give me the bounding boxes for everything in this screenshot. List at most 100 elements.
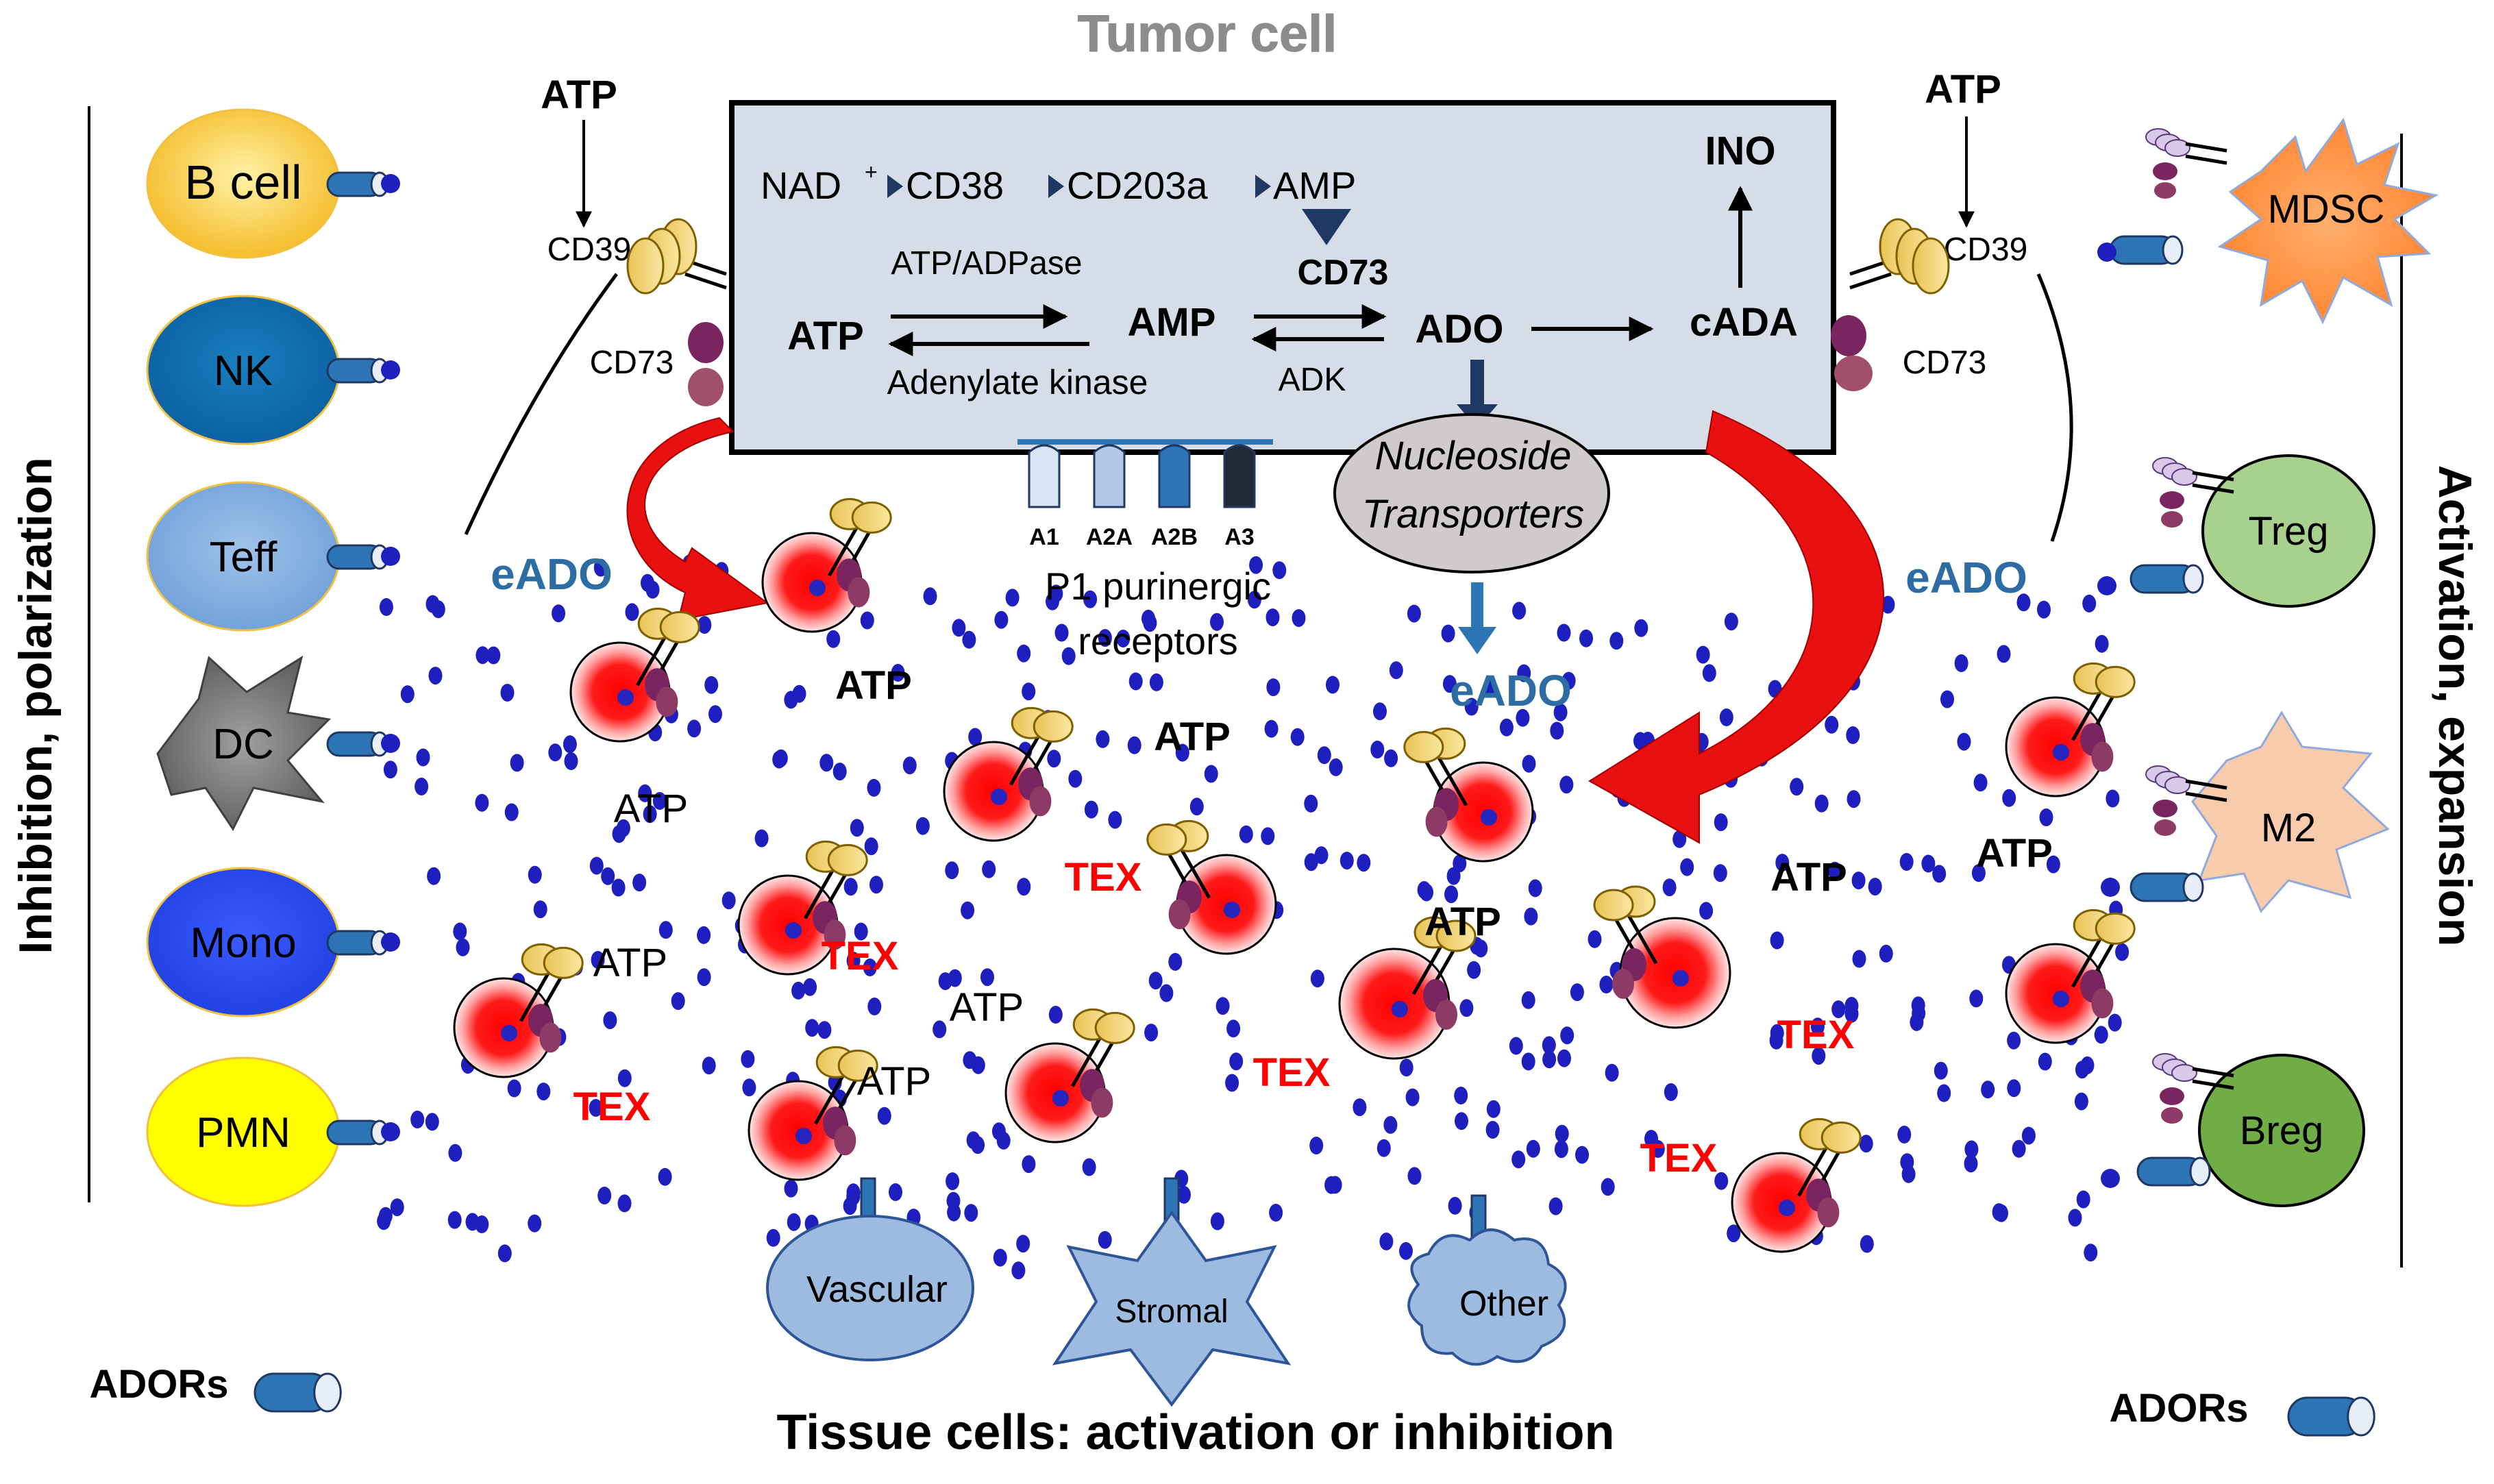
eado-dot [1526,1139,1540,1158]
nucleoside-transporters-ellipse [1333,413,1610,573]
eado-dot [1290,728,1305,746]
eado-dot [1548,1197,1563,1215]
eado-dot [1559,776,1574,794]
down-triangle-marker [1302,209,1351,245]
vascular-cell [766,1215,974,1361]
stromal-label: Stromal [1115,1294,1228,1330]
eado-dot [1384,749,1398,767]
eado-dot [933,1020,947,1039]
eado-dot [652,792,667,810]
tex-label-2: TEX [573,1085,651,1129]
treg-ador-dot [2097,576,2116,595]
eado-dot [1215,997,1230,1015]
eado-dot [1292,609,1306,628]
tex-vesicle-5-stalk1 [1437,756,1468,806]
eado-dot [1770,931,1784,950]
eado-dot [961,901,975,919]
cd38-label: CD38 [906,164,1004,207]
eado-dot [1047,750,1061,768]
p1-receptor-0 [1028,444,1061,508]
tex-label-4: TEX [1777,1013,1855,1057]
eado-dot [946,1172,960,1191]
cd39-left-marker-can [626,237,665,295]
eado-dot [500,684,515,702]
tex-vesicle-7-stalk1 [814,1075,845,1125]
tex-vesicle-6-stalk1 [519,972,550,1022]
mdsc-receptor-cluster-cd73b [2154,182,2176,199]
eado-dot [1474,939,1488,958]
left-side-label: Inhibition, polarization [10,457,62,954]
triangle-marker [887,175,903,198]
eado-dot [863,959,877,976]
eado-dot [1814,794,1829,813]
tex-vesicle-11-core [2053,744,2069,760]
eado-dot [1405,1088,1420,1106]
cd39-left-marker-stalk2 [684,272,727,290]
eado-dot [1557,1049,1571,1067]
tex-vesicle-0-can2 [851,501,892,534]
eado-dot [1561,671,1576,690]
tex-vesicle-0-core [809,580,826,596]
eado-dot [846,1187,861,1206]
tex-vesicle-5-core [1481,809,1497,826]
eado-dot [1555,1124,1569,1143]
atp-free-label-3: ATP [593,941,668,985]
eado-dot [766,1228,780,1247]
eado-dot [1226,1019,1241,1038]
eado-dot [1644,1130,1658,1148]
eado-dot [548,743,563,762]
eado-dot [1149,673,1163,691]
eado-dot [1516,708,1530,727]
eado-dot [1964,1154,1978,1173]
m2-receptor-cluster-cd73a [2153,800,2177,817]
eado-dot [867,998,882,1015]
eado-dot [963,1051,977,1069]
eado-dot [2039,808,2053,826]
eado-dot [803,978,817,996]
eado-dot [431,600,445,619]
eado-dot [792,684,806,703]
eado-dot [1005,589,1020,607]
eado-dot [533,900,547,919]
eado-dot [1048,1006,1063,1024]
eado-dot [1696,645,1710,664]
eado-dot [1770,1024,1784,1042]
transporters-label: Transporters [1362,492,1584,536]
eado-dot [721,891,736,910]
atp-free-label-4: ATP [950,985,1024,1030]
eado-dot [991,1122,1006,1141]
tex-vesicle-0-stalk1 [828,527,859,577]
tex-vesicles-layer [453,497,2136,1253]
eado-dot [617,1069,632,1087]
eado-dot [1116,630,1131,647]
breg-receptor-cluster-can [2171,1064,2197,1082]
tex-vesicle-3-stalk1 [804,869,835,919]
eado-dot [742,1078,756,1097]
m2-ador-dot [2101,878,2120,897]
tex-vesicle-0-cd73b [848,577,870,608]
eado-dot [658,1167,672,1186]
eado-dot [1084,800,1098,819]
tex-vesicle-9-stalk1 [1411,945,1443,995]
eado-dot [2002,789,2016,807]
eado-dot [1141,609,1155,628]
eado-dot [993,1248,1007,1267]
eado-dot [425,1113,439,1131]
mdsc-receptor-cluster-stalk2 [2185,154,2227,165]
eado-dot [1383,1115,1398,1134]
eado-dot [1309,1137,1324,1154]
eado-dot [1932,865,1947,883]
eado-dot [1484,680,1498,698]
eado-dot [2068,1209,2082,1227]
eado-dot [1997,645,2011,663]
left-cell-label-0: B cell [184,156,301,209]
eado-dot [447,1211,462,1229]
eado-dot [1775,854,1790,872]
eado-dot [1417,881,1431,899]
tex-label-5: TEX [1640,1136,1718,1180]
eado-dot [697,968,711,987]
atp-free-label-1: ATP [1154,715,1231,759]
eado-dot [1399,1241,1413,1260]
tex-label-3: TEX [1253,1050,1331,1095]
